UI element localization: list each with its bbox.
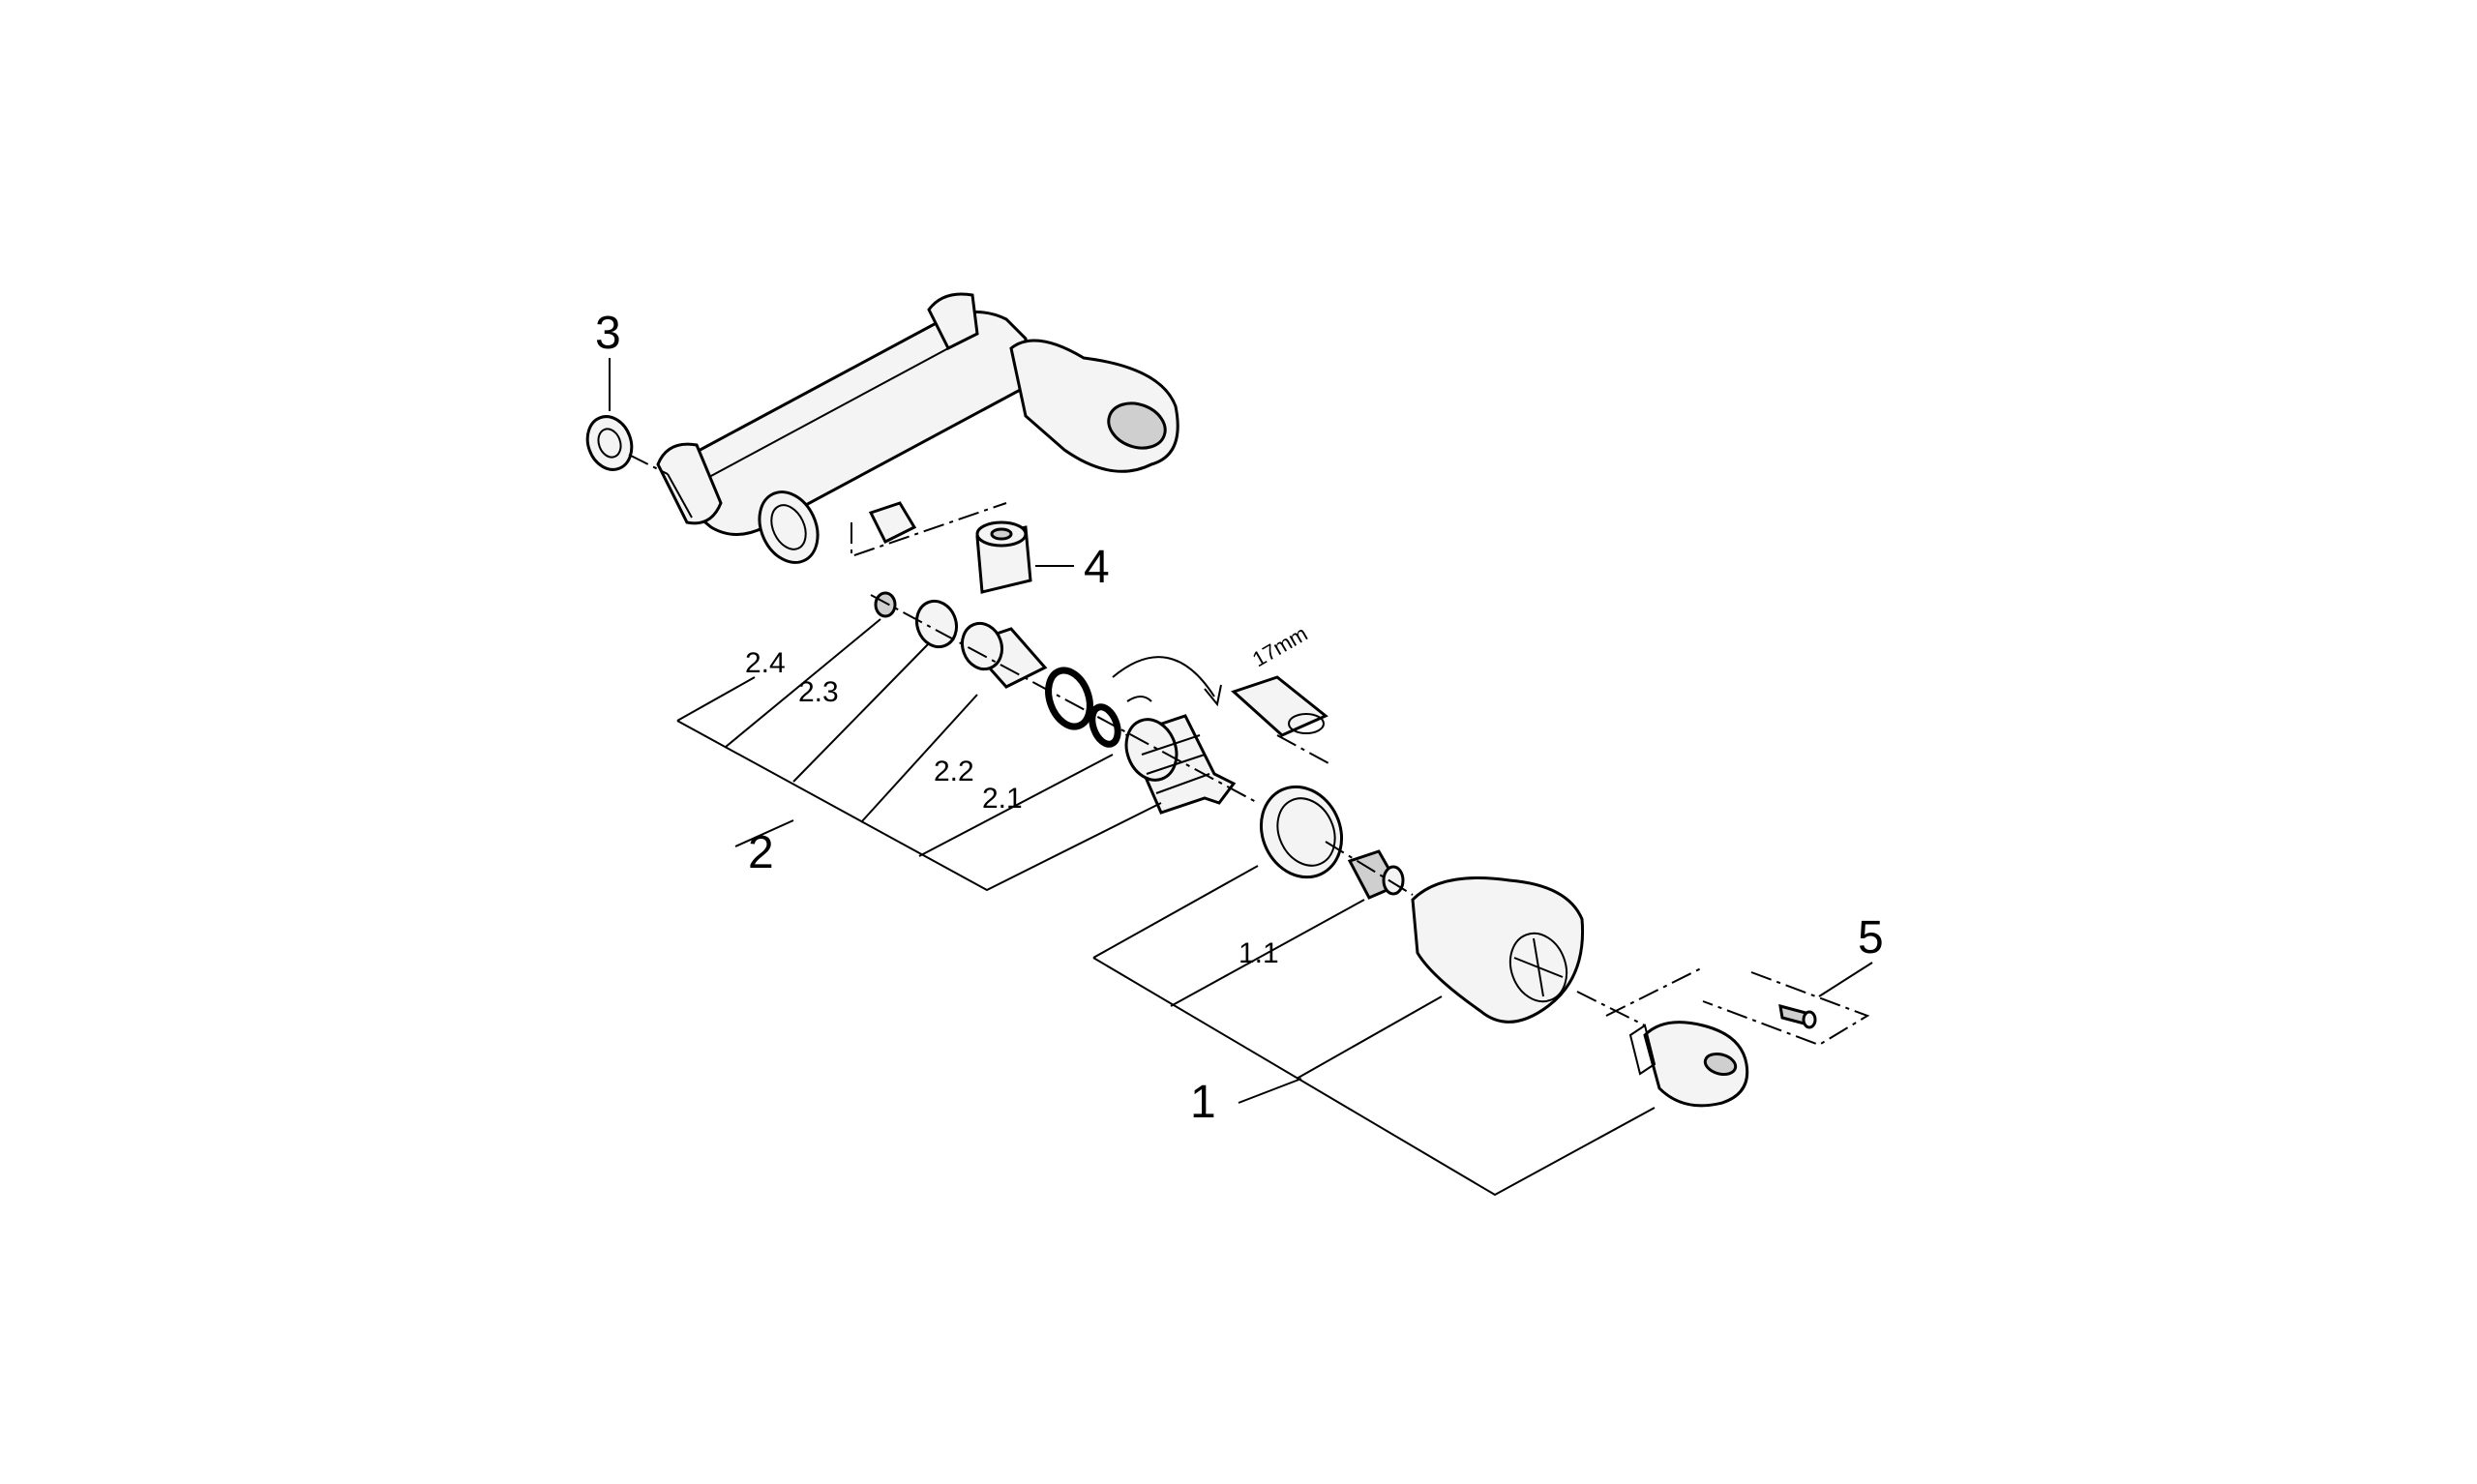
label-part-2-2: 2.2 bbox=[934, 756, 974, 787]
faucet-body bbox=[656, 292, 1179, 564]
wrench-size-label: 17mm bbox=[1248, 621, 1311, 671]
screw-part-5 bbox=[1605, 962, 1873, 1047]
label-part-2-3: 2.3 bbox=[798, 676, 839, 708]
label-part-5: 5 bbox=[1858, 912, 1884, 964]
label-part-2-1: 2.1 bbox=[982, 783, 1023, 815]
label-part-1: 1 bbox=[1190, 1077, 1216, 1128]
label-part-4: 4 bbox=[1084, 542, 1110, 593]
label-part-3: 3 bbox=[595, 308, 621, 359]
handle-assembly-part-1 bbox=[1259, 785, 1749, 1108]
wrench-tool: 17mm bbox=[1231, 621, 1331, 765]
cartridge-assembly-part-2 bbox=[870, 591, 1259, 815]
label-part-2: 2 bbox=[748, 827, 774, 878]
label-part-1-1: 1.1 bbox=[1238, 937, 1279, 969]
insert-part-4 bbox=[851, 502, 1074, 594]
leader-lines-group-2 bbox=[676, 618, 1162, 892]
label-part-2-4: 2.4 bbox=[745, 647, 786, 679]
leader-lines-group-1 bbox=[1092, 865, 1656, 1197]
washer-part-3 bbox=[585, 358, 669, 475]
